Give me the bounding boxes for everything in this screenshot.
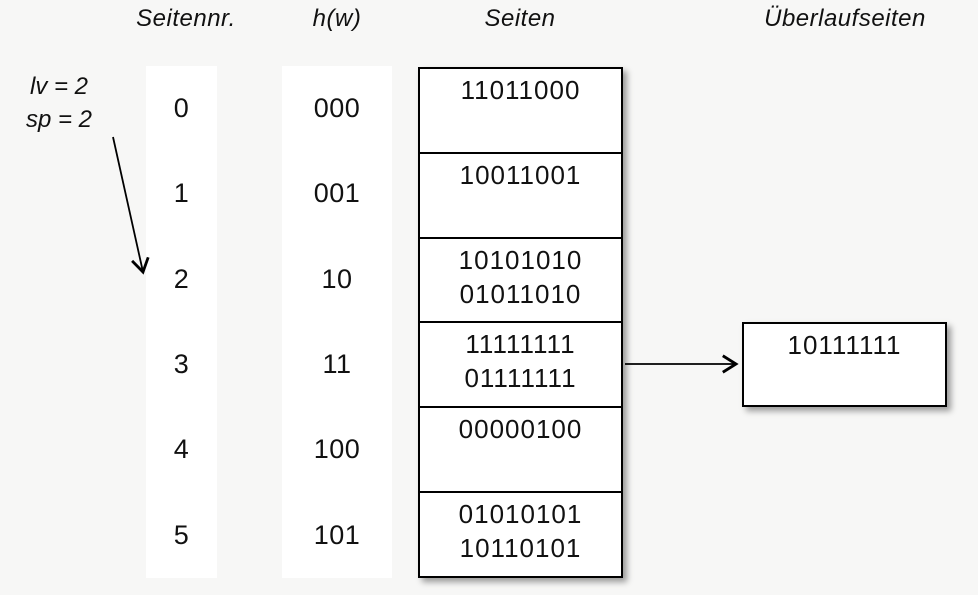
overflow-page-box: 10111111 — [742, 322, 947, 407]
hash-value: 000 — [313, 93, 361, 124]
page-number: 0 — [173, 93, 190, 124]
lv-sp-pointer-arrow — [112, 136, 150, 275]
page-entry: 10101010 — [458, 244, 583, 275]
page-entry: 11111111 — [465, 329, 576, 360]
page-cell-3: 11111111 01111111 — [420, 323, 621, 409]
column-header-seitennr: Seitennr. — [136, 5, 236, 32]
page-entry: 00000100 — [458, 414, 583, 445]
page-cell-5: 01010101 10110101 — [420, 493, 621, 576]
page-number: 3 — [173, 349, 190, 380]
hash-value: 001 — [313, 178, 361, 209]
lv-sp-annotation: lv = 2 sp = 2 — [16, 70, 102, 136]
page-number: 4 — [173, 434, 190, 465]
page-entry: 10011001 — [459, 159, 582, 190]
page-entry: 01010101 — [458, 499, 583, 530]
sp-value-label: sp = 2 — [25, 106, 93, 133]
lv-value-label: lv = 2 — [29, 73, 89, 100]
page-cell-4: 00000100 — [420, 408, 621, 494]
page-entry: 01111111 — [464, 363, 577, 394]
pages-table: 11011000 10011001 10101010 01011010 1111… — [418, 67, 623, 578]
column-header-seiten: Seiten — [484, 5, 556, 32]
hash-value: 11 — [322, 349, 352, 380]
hash-value: 10 — [321, 263, 353, 294]
page-cell-0: 11011000 — [420, 69, 621, 154]
column-header-ueberlaufseiten: Überlaufseiten — [764, 5, 926, 32]
page-number-column: 0 1 2 3 4 5 — [146, 66, 217, 578]
page-entry: 01011010 — [459, 278, 582, 309]
page-entry: 10110101 — [459, 533, 582, 564]
page-number: 2 — [173, 263, 190, 294]
overflow-page-entry: 10111111 — [787, 330, 902, 360]
page-number: 5 — [173, 519, 190, 550]
hash-value: 101 — [313, 519, 361, 550]
page-cell-1: 10011001 — [420, 154, 621, 239]
page-number: 1 — [173, 178, 190, 209]
hash-value-column: 000 001 10 11 100 101 — [282, 66, 392, 578]
page-cell-2: 10101010 01011010 — [420, 239, 621, 324]
hash-value: 100 — [313, 434, 361, 465]
page-entry: 11011000 — [460, 75, 581, 105]
column-header-hash-function: h(w) — [312, 5, 362, 32]
